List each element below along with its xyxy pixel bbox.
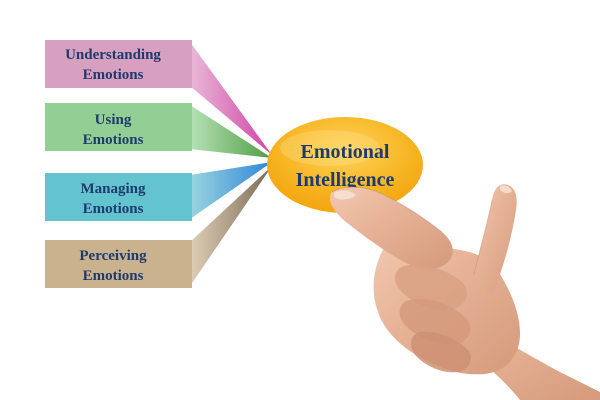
label-perceiving-1: Perceiving — [79, 248, 147, 264]
center-label-line-1: Emotional — [301, 141, 390, 163]
connector-managing — [190, 162, 272, 219]
center-label-line-2: Intelligence — [296, 169, 395, 191]
label-managing-2: Emotions — [83, 201, 144, 217]
index-finger — [329, 187, 453, 269]
connector-perceiving — [190, 166, 272, 286]
label-using-1: Using — [95, 112, 132, 128]
folded-finger-1 — [395, 264, 467, 311]
label-understanding-2: Emotions — [83, 67, 144, 83]
box-using — [45, 103, 192, 151]
index-finger-nail — [334, 190, 356, 200]
label-understanding-1: Understanding — [65, 47, 161, 63]
label-managing-1: Managing — [80, 181, 146, 197]
box-managing — [45, 173, 192, 221]
thumb — [474, 184, 517, 296]
hand-outline — [331, 186, 493, 276]
label-perceiving-2: Emotions — [83, 268, 144, 284]
center-oval-highlight — [280, 130, 380, 166]
connector-understanding — [190, 42, 272, 155]
box-understanding — [45, 40, 192, 88]
center-oval — [267, 117, 423, 213]
label-using-2: Emotions — [83, 132, 144, 148]
pointing-hand-illustration — [329, 184, 600, 400]
folded-finger-3 — [411, 331, 471, 373]
box-perceiving — [45, 240, 192, 288]
thumb-nail — [500, 185, 512, 194]
connector-using — [190, 105, 272, 158]
